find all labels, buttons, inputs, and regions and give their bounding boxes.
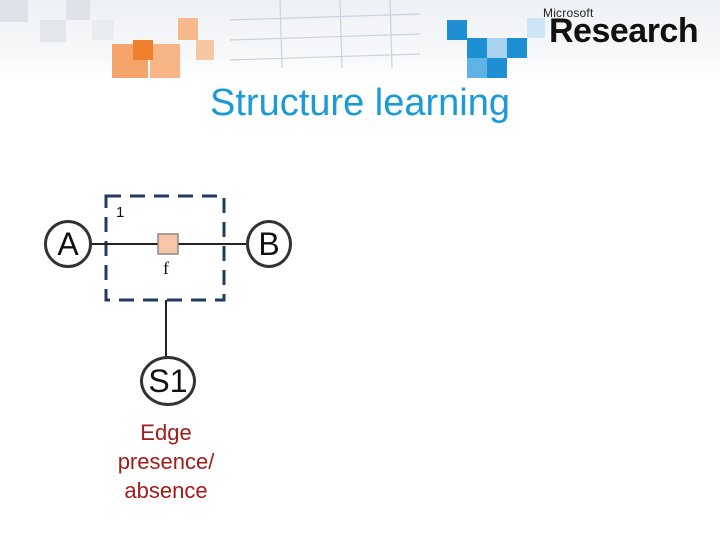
node-b: B (246, 220, 292, 268)
plate-label: 1 (116, 204, 124, 221)
caption-line-2: presence/ (96, 447, 236, 476)
factor-label: f (163, 258, 169, 279)
caption-line-3: absence (96, 476, 236, 505)
node-s1: S1 (140, 356, 196, 406)
caption: Edge presence/ absence (96, 418, 236, 505)
node-a: A (44, 220, 92, 268)
factor-node (158, 234, 178, 254)
caption-line-1: Edge (96, 418, 236, 447)
